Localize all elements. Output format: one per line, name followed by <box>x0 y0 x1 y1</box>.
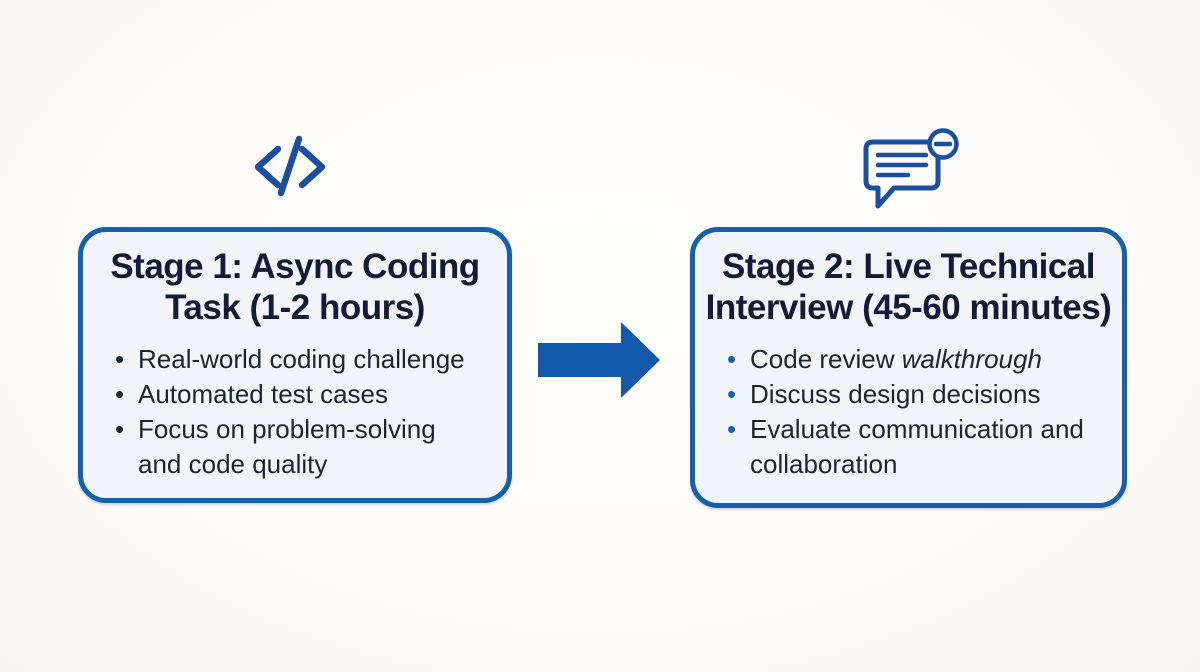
bullet-text: Code review walkthrough <box>750 344 1042 374</box>
bullet-icon <box>727 412 750 447</box>
stage1-title-line1: Stage 1: Async Coding <box>110 247 480 286</box>
chat-minus-icon <box>863 128 959 209</box>
stage1-card: Stage 1: Async Coding Task (1-2 hours) R… <box>78 227 512 503</box>
bullet-icon <box>727 377 750 412</box>
bullet-icon <box>115 412 138 447</box>
stage2-title-line2: Interview (45-60 minutes) <box>705 288 1112 327</box>
list-item: Real-world coding challenge <box>115 342 489 377</box>
list-item: Automated test cases <box>115 377 489 412</box>
stage1-title-line2: Task (1-2 hours) <box>165 288 425 327</box>
stage2-title-line1: Stage 2: Live Technical <box>722 247 1096 286</box>
bullet-icon <box>727 342 750 377</box>
bullet-text: Automated test cases <box>138 379 389 409</box>
bullet-icon <box>115 342 138 377</box>
flow-arrow-icon <box>538 322 660 398</box>
stage1-title: Stage 1: Async Coding Task (1-2 hours) <box>83 246 507 328</box>
list-item: Evaluate communication and collaboration <box>727 412 1104 482</box>
stage2-bullet-list: Code review walkthrough Discuss design d… <box>695 342 1122 482</box>
bullet-text: Focus on problem-solving and code qualit… <box>138 414 436 479</box>
list-item: Code review walkthrough <box>727 342 1104 377</box>
stage1-bullet-list: Real-world coding challenge Automated te… <box>83 342 507 482</box>
bullet-text: Evaluate communication and collaboration <box>750 414 1084 479</box>
list-item: Discuss design decisions <box>727 377 1104 412</box>
bullet-text: Discuss design decisions <box>750 379 1041 409</box>
code-icon <box>254 135 326 197</box>
bullet-text: Real-world coding challenge <box>138 344 465 374</box>
stage2-card: Stage 2: Live Technical Interview (45-60… <box>690 227 1127 508</box>
stage2-title: Stage 2: Live Technical Interview (45-60… <box>695 246 1122 328</box>
list-item: Focus on problem-solving and code qualit… <box>115 412 489 482</box>
bullet-icon <box>115 377 138 412</box>
